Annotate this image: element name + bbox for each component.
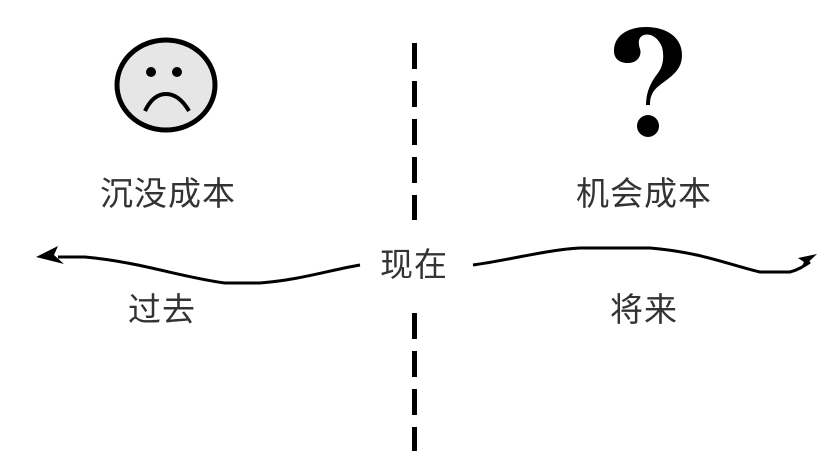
future-label: 将来 <box>610 290 678 329</box>
past-label: 过去 <box>128 290 196 329</box>
present-label: 现在 <box>380 245 448 284</box>
sunk-cost-label: 沉没成本 <box>100 174 236 213</box>
question-mark-icon <box>614 27 682 137</box>
future-arrow-icon <box>472 246 817 274</box>
past-arrow-icon <box>36 246 361 285</box>
opportunity-cost-label: 机会成本 <box>576 174 712 213</box>
sad-face-icon <box>114 37 218 133</box>
present-divider-line <box>412 43 417 451</box>
